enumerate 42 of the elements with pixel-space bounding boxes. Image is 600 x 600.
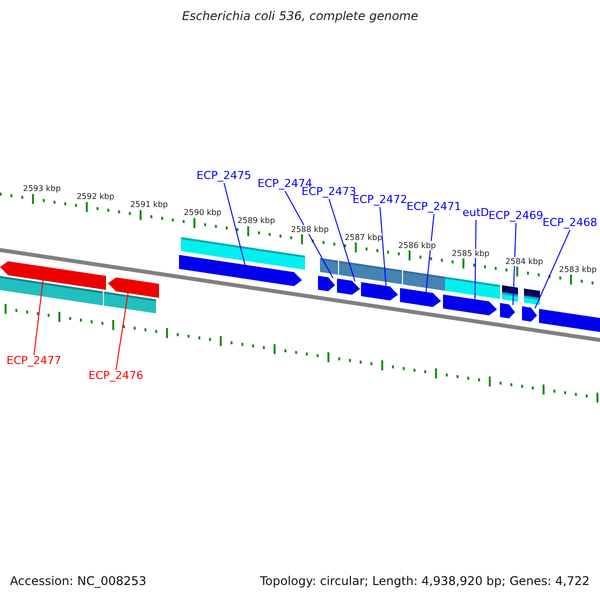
gene-block <box>500 303 515 318</box>
leader-line <box>284 190 334 278</box>
leader-line <box>116 292 128 370</box>
gene-label: ECP_2475 <box>196 170 252 183</box>
gene-block <box>400 288 441 307</box>
gene-label: ECP_2476 <box>88 370 144 383</box>
gene-block <box>337 278 360 295</box>
gene-label: ECP_2477 <box>6 355 62 368</box>
gene-block <box>0 261 106 290</box>
leader-line <box>426 214 434 292</box>
gene-block <box>108 277 159 298</box>
scale-label: 2592 kbp <box>76 192 114 202</box>
scale-label: 2587 kbp <box>344 232 382 242</box>
scale-label: 2584 kbp <box>505 256 544 266</box>
leader-line <box>328 198 356 282</box>
scale-label: 2591 kbp <box>130 200 168 210</box>
title: Escherichia coli 536, complete genome <box>182 10 418 24</box>
scale-label: 2590 kbp <box>184 208 222 218</box>
scale-label: 2583 kbp <box>559 264 597 274</box>
scale-label: 2593 kbp <box>23 184 61 194</box>
accession-text: Accession: NC_008253 <box>10 575 146 589</box>
gene-block <box>179 254 302 286</box>
genome-stats-text: Topology: circular; Length: 4,938,920 bp; Genes: 4,722 <box>260 575 590 589</box>
scale-label: 2588 kbp <box>291 224 329 234</box>
gene-block <box>318 276 335 292</box>
leader-line <box>224 182 246 266</box>
gene-label: ECP_2472 <box>352 194 408 207</box>
gene-label: ECP_2468 <box>542 217 598 230</box>
gene-label: ECP_2471 <box>406 201 462 214</box>
scale-label: 2585 kbp <box>452 248 490 258</box>
gene-label: eutD <box>462 207 490 220</box>
gene-block <box>443 294 497 316</box>
leader-line <box>474 220 476 300</box>
leader-line <box>512 222 516 306</box>
gene-block <box>361 282 398 300</box>
leader-line <box>34 280 44 356</box>
leader-line <box>380 206 386 286</box>
gene-label: ECP_2469 <box>488 210 544 223</box>
leader-line <box>534 230 570 309</box>
gene-block <box>522 306 537 322</box>
scale-label: 2586 kbp <box>398 240 436 250</box>
scale-label: 2589 kbp <box>237 216 276 226</box>
